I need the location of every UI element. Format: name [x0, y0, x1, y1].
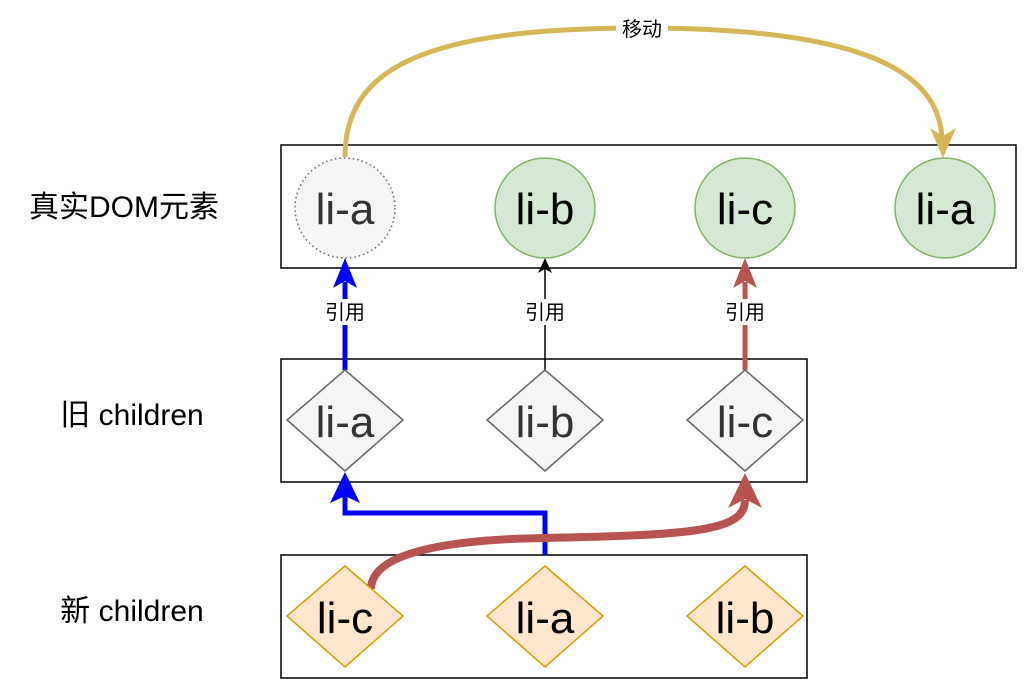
svg-text:li-b: li-b — [516, 398, 575, 447]
svg-text:li-a: li-a — [916, 185, 975, 234]
row-label-new-children: 新 children — [60, 595, 203, 628]
old-node-li-a: li-a — [285, 369, 405, 472]
real-dom-container — [280, 144, 1017, 269]
new-node-li-c: li-c — [285, 565, 405, 668]
ref-edge-li-a: 引用 — [313, 258, 377, 370]
svg-text:li-c: li-c — [317, 594, 373, 643]
svg-text:li-a: li-a — [516, 594, 575, 643]
move-label-bg — [616, 16, 668, 42]
new-node-li-a: li-a — [485, 565, 605, 668]
new-node-li-b: li-b — [685, 565, 805, 668]
row-label-real-dom: 真实DOM元素 — [29, 191, 219, 224]
dom-node-li-a-new: li-a — [894, 157, 996, 259]
dom-node-li-a-ghost: li-a — [294, 157, 396, 259]
dom-node-li-c: li-c — [694, 157, 796, 259]
svg-text:li-c: li-c — [717, 398, 773, 447]
svg-text:li-a: li-a — [316, 398, 375, 447]
ref-edge-li-c: 引用 — [713, 258, 777, 370]
old-children-container — [280, 358, 808, 483]
old-node-li-b: li-b — [485, 369, 605, 472]
move-label: 移动 — [622, 17, 662, 41]
ref-label-li-c: 引用 — [725, 300, 765, 324]
move-arrowhead — [930, 128, 956, 158]
dom-node-li-b: li-b — [494, 157, 596, 259]
svg-text:li-c: li-c — [717, 185, 773, 234]
svg-text:li-a: li-a — [316, 185, 375, 234]
svg-text:li-b: li-b — [516, 185, 575, 234]
row-label-old-children: 旧 children — [60, 399, 203, 432]
edge-new-li-c-to-old-li-c — [367, 473, 762, 590]
old-node-li-c: li-c — [685, 369, 805, 472]
ref-edge-li-b: 引用 — [513, 258, 577, 370]
ref-label-li-b: 引用 — [525, 300, 565, 324]
svg-text:li-b: li-b — [716, 594, 775, 643]
ref-label-li-a: 引用 — [325, 300, 365, 324]
move-edge — [342, 25, 945, 158]
